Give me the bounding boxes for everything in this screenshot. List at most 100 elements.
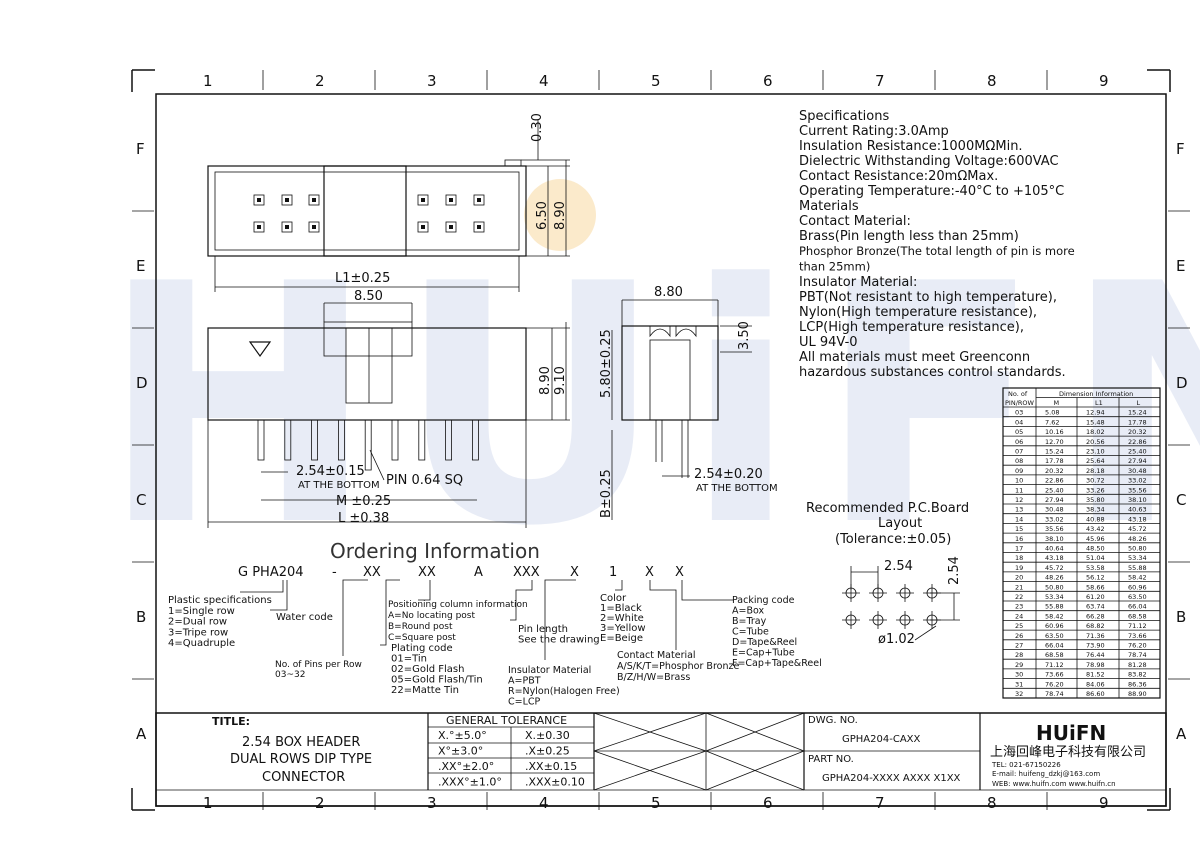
title-line-3: CONNECTOR [262,770,345,785]
dimtable-cell: 25.40 [1128,448,1147,456]
dimtable-cell: 78.74 [1128,651,1147,659]
border-row-label: F [136,140,145,158]
ordering-packing: E=Cap+Tube [732,648,795,659]
dimtable-cell: 24 [1015,612,1023,620]
ordering-positioning: A=No locating post [388,611,475,621]
pin-leg [311,419,319,461]
dimtable-cell: 63.50 [1128,593,1147,601]
dim-pin: PIN 0.64 SQ [386,473,463,488]
ordering-code-part: XX [363,565,381,580]
pin-square [281,221,293,233]
ordering-insulator: C=LCP [508,697,541,708]
dimtable-cell: 33.02 [1045,515,1064,523]
dimtable-cell: 48.50 [1086,545,1105,553]
dimtable-cell: 35.56 [1045,525,1064,533]
border-col-label: 4 [539,72,549,90]
dimtable-cell: 76.20 [1128,642,1147,650]
border-col-label: 8 [987,794,997,812]
dimtable-cell: 32 [1015,690,1023,698]
ordering-title: Ordering Information [330,539,540,563]
spec-line: than 25mm) [799,260,870,274]
ordering-plating: 01=Tin [391,654,427,665]
dimtable-cell: 14 [1015,515,1023,523]
pin-leg [337,419,345,461]
dimtable-cell: 51.04 [1086,554,1105,562]
border-col-label: 7 [875,794,885,812]
ordering-plastic: 4=Quadruple [168,638,235,649]
dimtable-cell: 53.34 [1128,554,1147,562]
dim-side-at-bottom: AT THE BOTTOM [696,483,778,494]
border-row-label: A [1176,725,1187,743]
dimtable-cell: 17.78 [1045,457,1064,465]
ordering-code-part: X [675,565,684,580]
spec-line: All materials must meet Greenconn [799,350,1030,365]
pin-square-inner [477,225,481,229]
ordering-packing: C=Tube [732,627,769,638]
border-row-label: E [1176,257,1185,275]
ordering-color: 2=White [600,613,644,624]
ordering-positioning: Positioning column information [388,600,528,610]
dimtable-cell: 22.86 [1128,438,1147,446]
ordering-contact: Contact Material [617,650,696,661]
dim-l1: L1±0.25 [335,271,390,286]
ordering-packing: A=Box [732,606,764,617]
dim-side-h: 3.50 [737,321,752,350]
border-col-label: 4 [539,794,549,812]
border-col-label: 1 [203,72,213,90]
dimtable-cell: 20.56 [1086,438,1105,446]
pin-square-inner [285,225,289,229]
dimtable-cell: 68.58 [1045,651,1064,659]
pin-square [473,221,485,233]
pin-square [417,221,429,233]
border-row-label: F [1176,140,1185,158]
border-row-label: C [136,491,146,509]
dim-front-h2: 9.10 [553,366,568,395]
pin-square [308,194,320,206]
dimtable-cell: 35.56 [1128,486,1147,494]
pin-square [281,194,293,206]
front-view: 8.50 8.90 9.10 2.54±0.15 AT THE BOTTOM P… [207,289,570,528]
dimtable-cell: 58.42 [1045,612,1064,620]
dimtable-cell: 25.64 [1086,457,1105,465]
dimtable-cell: 22 [1015,593,1023,601]
company-email: E-mail: huifeng_dzkj@163.com [992,770,1100,778]
border-row-label: D [136,374,148,392]
dimtable-cell: 38.10 [1045,535,1064,543]
dimtable-cell: 40.63 [1128,506,1147,514]
dim-side-w: 8.80 [654,285,683,300]
dimtable-cell: 33.26 [1086,486,1105,494]
border-row-label: B [1176,608,1186,626]
border-col-label: 5 [651,72,661,90]
title-label: TITLE: [212,715,250,728]
pin-square [473,194,485,206]
part-no: GPHA204-XXXX AXXX X1XX [822,773,961,784]
border-col-label: 3 [427,72,437,90]
border-col-label: 6 [763,794,773,812]
dimtable-head: PIN/ROW [1005,399,1035,407]
spec-line: Nylon(High temperature resistance), [799,305,1037,320]
dimtable-cell: 73.90 [1086,642,1105,650]
title-line-1: 2.54 BOX HEADER [242,735,360,750]
dimtable-col: M [1054,399,1060,407]
dimtable-cell: 86.60 [1086,690,1105,698]
ordering-code-part: G PHA204 [238,565,304,580]
tolerance-angle: .XX°±2.0° [438,760,494,773]
dimtable-cell: 04 [1015,418,1023,426]
pcb-hole-size: ø1.02 [878,632,915,647]
ordering-pins: 03~32 [275,670,305,680]
border-col-label: 8 [987,72,997,90]
tolerance-linear: .XX±0.15 [525,760,577,773]
dimtable-cell: 50.80 [1128,545,1147,553]
dimtable-cell: 63.50 [1045,632,1064,640]
pcb-layout: Recommended P.C.Board Layout (Tolerance:… [806,501,969,647]
side-view: 8.80 3.50 5.80±0.25 B±0.25 2.54±0.20 AT … [599,285,778,520]
spec-line: Dielectric Withstanding Voltage:600VAC [799,154,1059,169]
pin-square-inner [421,225,425,229]
dim-w850: 8.50 [354,289,383,304]
company-name: 上海回峰电子科技有限公司 [990,745,1146,760]
top-view: L1±0.25 0.30 6.50 8.90 [207,113,570,292]
dimtable-cell: 28.18 [1086,467,1105,475]
spec-line: Materials [799,199,859,214]
spec-line: Insulator Material: [799,275,917,290]
